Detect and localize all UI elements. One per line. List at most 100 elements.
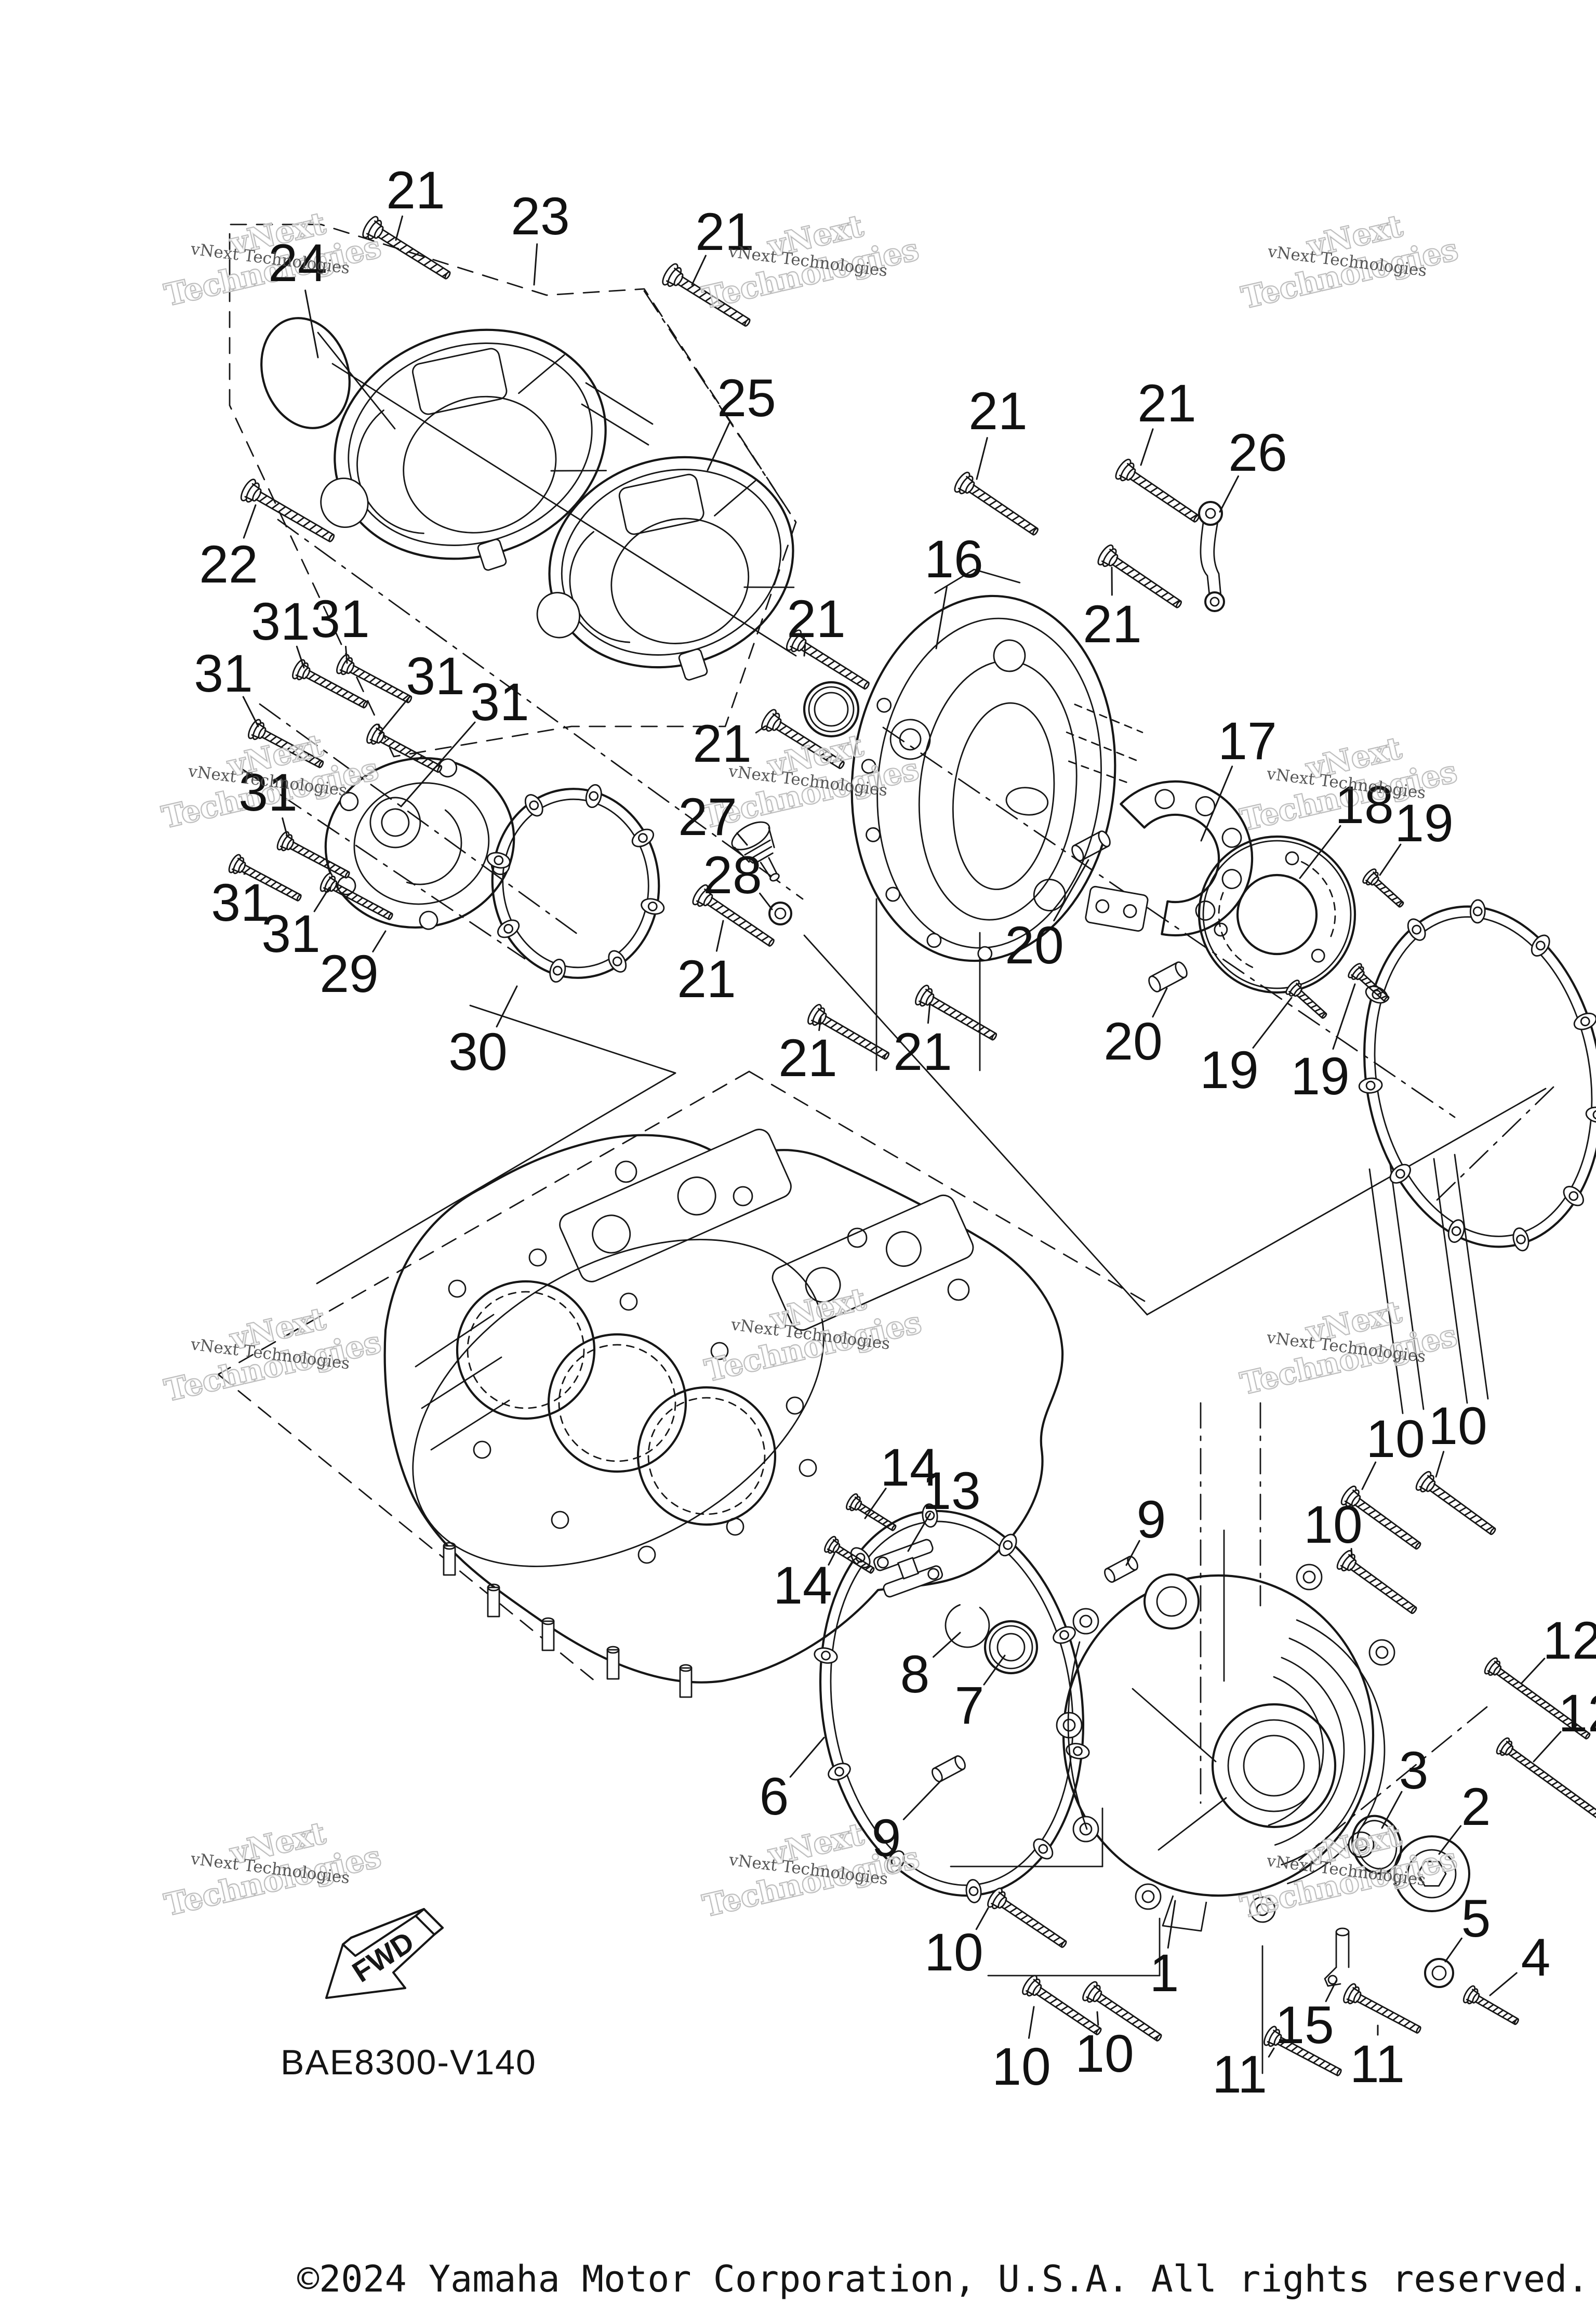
callout-leader [395, 215, 403, 241]
callout-label: 10 [1075, 2024, 1134, 2083]
callout-label: 17 [1218, 711, 1276, 771]
engine-block [383, 1129, 1064, 1698]
flange-bolt [761, 709, 845, 770]
cylinder-bore [647, 1397, 766, 1515]
cylinder-bore [558, 1344, 676, 1462]
callout-label: 14 [880, 1438, 939, 1497]
callout-leader [313, 886, 330, 912]
construction-lines [217, 223, 1554, 2074]
callout-label: 21 [386, 161, 445, 220]
callout-label: 18 [1335, 775, 1393, 835]
clutch-cover [1056, 1564, 1395, 1932]
clutch-cover-gasket [1358, 899, 1596, 1252]
cvt-cover-inner [536, 456, 795, 681]
callout-leader [1167, 1900, 1176, 1949]
flange-bolt [1496, 1737, 1596, 1820]
callout-label: 21 [893, 1022, 952, 1081]
callout-label: 21 [693, 714, 751, 773]
callout-label: 21 [695, 202, 754, 261]
callout-leader [902, 1779, 942, 1820]
flange-bolt [786, 629, 870, 690]
flange-bolt [276, 831, 350, 879]
callout-label: 2 [1461, 1777, 1491, 1836]
flange-bolt [366, 723, 443, 773]
callout-label: 16 [924, 529, 983, 589]
callout-label: 25 [717, 368, 776, 428]
flange-bolt [1115, 458, 1200, 523]
callout-leader [1350, 1548, 1353, 1557]
callout-leader [707, 421, 730, 471]
callout-leader [927, 1002, 931, 1024]
cvt-cap [260, 317, 351, 429]
dashed-line [217, 1373, 596, 1682]
chain-line [882, 726, 1456, 1118]
callout-leader [736, 832, 748, 846]
clamp-pin [1324, 1927, 1350, 1987]
callout-leader [1361, 1461, 1377, 1490]
fold-line [1454, 1154, 1489, 1400]
clutch-plate [1198, 835, 1356, 994]
flange-bolt [362, 216, 451, 280]
callout-label: 29 [320, 944, 378, 1003]
oil-seal [983, 1620, 1039, 1675]
callout-label: 12 [1542, 1611, 1596, 1670]
callout-leaders [242, 215, 1562, 2058]
callout-leader [935, 586, 948, 650]
breather-plug [731, 821, 780, 882]
callout-leader [1096, 2011, 1099, 2026]
callout-label: 23 [511, 187, 569, 246]
callout-leader [864, 1488, 887, 1519]
dashed-line [217, 1070, 750, 1375]
clutch-shoe [1085, 780, 1254, 936]
washer [768, 902, 792, 925]
callout-label: 22 [199, 535, 258, 594]
fold-line [1389, 1164, 1425, 1410]
callout-label: 31 [238, 763, 297, 822]
callout-label: 3 [1399, 1741, 1429, 1800]
callout-label: 21 [677, 949, 736, 1009]
flange-bolt [1336, 1550, 1417, 1614]
flange-bolt [1348, 963, 1390, 1002]
callout-label: 21 [1137, 374, 1196, 433]
flange-bolt [846, 1493, 897, 1531]
callout-label: 10 [1428, 1396, 1487, 1455]
callout-label: 1 [1150, 1943, 1179, 2003]
fold-line [1368, 1168, 1404, 1414]
callout-label: 19 [1200, 1040, 1258, 1100]
callout-leader [803, 644, 806, 657]
callout-leader [1444, 1937, 1462, 1963]
flange-bolt [228, 854, 302, 902]
fold-line [317, 332, 396, 430]
callout-label: 19 [1291, 1047, 1349, 1106]
callout-label: 10 [1304, 1495, 1362, 1554]
callout-leader [983, 1654, 1006, 1686]
callout-label: 20 [1005, 916, 1063, 975]
callout-leader [818, 1016, 822, 1031]
cvt-cover-outer [320, 328, 607, 571]
flange-bolt [954, 471, 1039, 536]
callout-leader [1140, 428, 1154, 466]
callout-leader [759, 892, 773, 910]
callout-label: 13 [922, 1461, 980, 1520]
callout-leader [1125, 1540, 1140, 1566]
crankcase-cover [850, 568, 1143, 962]
callout-label: 21 [787, 589, 845, 648]
dowel-pin [1071, 830, 1111, 862]
callout-leader [1219, 475, 1239, 513]
callout-label: 11 [1212, 2045, 1267, 2104]
callout-leader [1520, 1658, 1546, 1685]
callout-leader [296, 645, 305, 669]
fold-line [331, 363, 797, 657]
callout-label: 9 [1137, 1490, 1166, 1549]
callout-leader [1381, 1791, 1403, 1829]
callout-label: 10 [992, 2037, 1050, 2096]
callout-label: 21 [968, 381, 1027, 441]
callout-leader [496, 985, 518, 1028]
cylinder-bore [467, 1291, 585, 1409]
callout-label: 10 [1366, 1409, 1425, 1468]
callout-leader [1200, 765, 1233, 842]
fold-line [469, 1004, 676, 1074]
